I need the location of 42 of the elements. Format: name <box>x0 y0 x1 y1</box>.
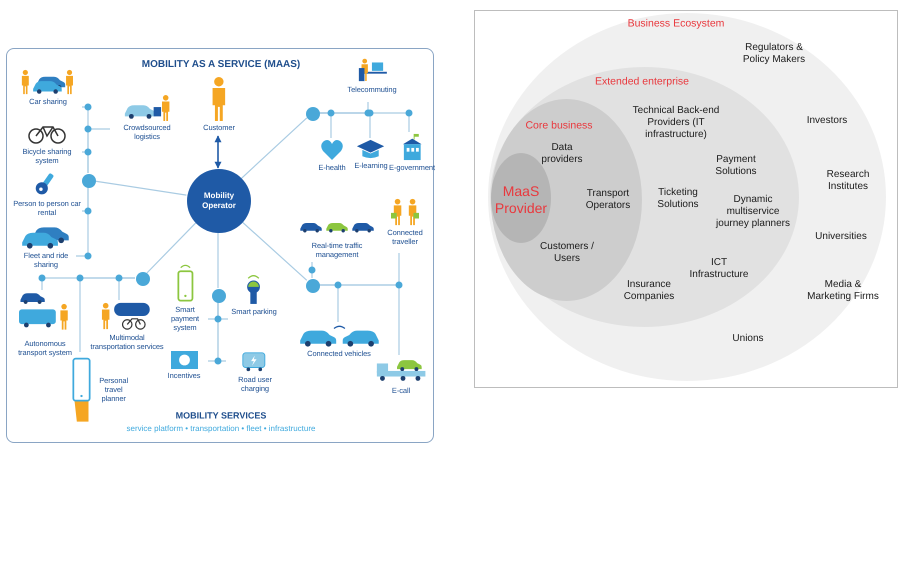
stakeholder-label: ICT Infrastructure <box>688 257 750 281</box>
hub-dot <box>212 289 226 303</box>
connector-line <box>76 187 89 257</box>
stakeholder-label: Research Institutes <box>826 169 870 193</box>
connector-line <box>82 151 89 173</box>
stakeholder-label: Technical Back-end Providers (IT infrastructure) <box>632 105 720 141</box>
region-heading: Extended enterprise <box>595 76 689 88</box>
stakeholder-label: Investors <box>806 115 848 127</box>
connector-line <box>319 284 400 355</box>
hub-dot <box>82 174 96 188</box>
stakeholder-label: Media & Marketing Firms <box>806 279 880 303</box>
connector-line <box>217 302 226 362</box>
connector-line <box>241 117 308 179</box>
operator-circle: Mobility Operator <box>187 169 251 233</box>
connector-line <box>214 135 222 169</box>
connector-line <box>319 112 410 132</box>
connector-line <box>79 277 135 352</box>
stakeholder-label: Universities <box>815 231 867 243</box>
region-heading: Business Ecosystem <box>628 18 724 30</box>
hub-dot <box>306 107 320 121</box>
region-heading: Core business <box>525 120 593 132</box>
connector-line <box>241 221 308 281</box>
stakeholder-label: Regulators & Policy Makers <box>742 42 806 66</box>
stakeholder-label: Ticketing Solutions <box>656 187 700 211</box>
stakeholder-label: Payment Solutions <box>714 154 758 178</box>
stakeholder-label: Unions <box>732 333 764 345</box>
stakeholder-label: Dynamic multiservice journey planners <box>714 194 791 230</box>
connector-line <box>311 262 313 278</box>
connector-line <box>217 232 219 288</box>
hub-dot <box>136 272 150 286</box>
subtitle: service platform • transportation • fleet • infrastructure <box>126 424 316 434</box>
stakeholder-label: Insurance Companies <box>622 279 676 303</box>
diagram-panel <box>6 48 434 443</box>
stakeholder-label: Customers / Users <box>539 241 595 265</box>
section-heading: MOBILITY SERVICES <box>176 410 266 422</box>
panel-heading: MOBILITY AS A SERVICE (MAAS) <box>142 59 300 71</box>
ellipse-label: MaaS Provider <box>494 183 548 217</box>
connector-line <box>146 222 196 274</box>
stakeholder-label: Transport Operators <box>584 188 632 212</box>
hub-dot <box>306 279 320 293</box>
stakeholder-label: Data providers <box>540 142 584 166</box>
connector-line <box>94 180 186 196</box>
